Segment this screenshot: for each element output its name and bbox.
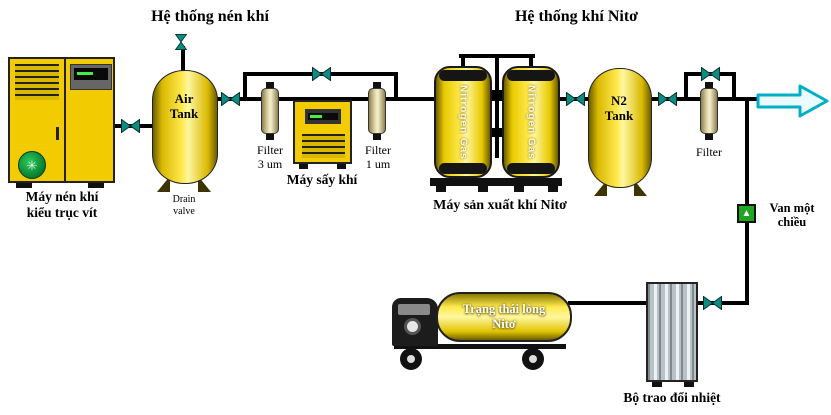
truck-chassis — [394, 344, 566, 349]
compressor-door-divider — [64, 59, 66, 181]
generator-base — [430, 178, 562, 186]
dryer-led — [310, 115, 322, 118]
wheel-hub — [407, 355, 415, 363]
pipe-bypass-right-riser2 — [732, 74, 736, 99]
filter-cap — [705, 134, 713, 140]
pipe-hx-to-branch — [696, 301, 749, 305]
compressor-label: Máy nén khí kiểu trục vít — [25, 189, 99, 220]
generator-foot — [514, 186, 524, 192]
generator-manifold-pipe — [459, 54, 535, 58]
pipe-airtank-stem — [181, 46, 185, 72]
compressor-vent-grille — [15, 64, 59, 100]
pipe-bypass-left-riser2 — [394, 74, 398, 99]
generator-foot — [478, 186, 488, 192]
compressor-control-panel — [70, 64, 112, 90]
valve-hx-outlet-icon — [703, 295, 722, 311]
heat-exchanger-foot — [684, 382, 694, 387]
dryer-panel — [305, 109, 341, 124]
compressor-foot — [88, 183, 104, 188]
n2-tank — [588, 68, 652, 188]
filter-body — [700, 88, 718, 134]
pipe-bypass-right-riser1 — [684, 74, 688, 99]
compressor-door-handle — [56, 127, 59, 140]
generator-label: Máy sản xuất khí Nitơ — [433, 198, 567, 213]
filter-cap — [373, 82, 381, 88]
filter-1um-label: Filter 1 um — [365, 143, 391, 171]
heat-exchanger — [646, 282, 698, 382]
filter-cap — [266, 82, 274, 88]
generator-center-stem — [495, 58, 499, 158]
valve-bypass-right-icon — [701, 66, 720, 82]
dryer-label: Máy sấy khí — [286, 172, 358, 187]
outlet-filter-label: Filter — [696, 145, 722, 159]
pipe-truck-to-hx — [568, 301, 648, 305]
compressor-display — [74, 68, 108, 80]
air-tank-label: Air Tank — [169, 91, 199, 121]
gas-output-arrow-icon — [756, 82, 830, 120]
drain-valve-label: Drain valve — [172, 194, 196, 217]
title-compressed-air-system: Hệ thống nén khí — [151, 8, 269, 25]
filter-1um-icon — [368, 82, 386, 140]
tower-cap — [439, 70, 487, 81]
nitrogen-tower-right: Nitrogen Gas — [502, 66, 560, 178]
pipe-bypass-left-riser1 — [243, 74, 247, 99]
n2-tank-label: N2 Tank — [604, 93, 634, 123]
check-valve-arrow: ▲ — [741, 207, 752, 219]
heat-exchanger-foot — [652, 382, 662, 387]
generator-foot — [436, 186, 446, 192]
filter-cap — [705, 82, 713, 88]
valve-n2tank-inlet-icon — [566, 91, 585, 107]
valve-airtank-top-icon — [174, 34, 188, 50]
outlet-filter-icon — [700, 82, 718, 140]
truck-wheel-icon — [400, 348, 422, 370]
screw-air-compressor: ✳ — [8, 57, 115, 183]
check-valve-icon: ▲ — [737, 204, 756, 223]
truck-cab — [392, 298, 438, 346]
truck-cab-window — [398, 304, 430, 315]
filter-body — [261, 88, 279, 134]
dryer-vent-grille — [302, 134, 345, 158]
filter-3um-icon — [261, 82, 279, 140]
compressor-brand-logo-icon: ✳ — [18, 151, 46, 179]
generator-manifold-riser — [461, 58, 465, 68]
tower-text: Nitrogen Gas — [525, 84, 537, 160]
generator-fitting — [487, 128, 507, 137]
valve-bypass-left-icon — [312, 66, 331, 82]
filter-cap — [266, 134, 274, 140]
dryer-display — [308, 113, 338, 120]
dryer-foot — [299, 164, 308, 169]
truck-wheel-icon — [522, 348, 544, 370]
tower-cap — [507, 70, 555, 81]
tower-text: Nitrogen Gas — [457, 84, 469, 160]
air-dryer — [293, 100, 352, 164]
valve-compressor-outlet-icon — [121, 118, 140, 134]
heat-exchanger-label: Bộ trao đổi nhiệt — [623, 390, 721, 405]
title-nitrogen-system: Hệ thống khí Nitơ — [514, 8, 639, 25]
valve-n2tank-outlet-icon — [658, 91, 677, 107]
compressor-foot — [16, 183, 32, 188]
tower-cap — [439, 163, 487, 174]
tower-cap — [507, 163, 555, 174]
filter-body — [368, 88, 386, 134]
truck-cab-emblem-icon — [404, 318, 421, 335]
air-tank — [152, 70, 218, 184]
wheel-hub — [529, 355, 537, 363]
check-valve-label: Van một chiều — [769, 201, 815, 230]
nitrogen-tower-left: Nitrogen Gas — [434, 66, 492, 178]
dryer-foot — [337, 164, 346, 169]
filter-cap — [373, 134, 381, 140]
compressor-led — [77, 72, 93, 75]
pipe-branch-down — [745, 99, 749, 305]
generator-fitting — [487, 90, 507, 99]
generator-foot — [548, 186, 558, 192]
liquid-nitrogen-tank: Trạng thái lỏng Nitơ — [436, 292, 572, 342]
filter-3um-label: Filter 3 um — [257, 143, 283, 171]
generator-manifold-riser — [529, 58, 533, 68]
valve-main-after-tank-icon — [221, 91, 240, 107]
liquid-nitrogen-tank-label: Trạng thái lỏng Nitơ — [462, 302, 546, 331]
